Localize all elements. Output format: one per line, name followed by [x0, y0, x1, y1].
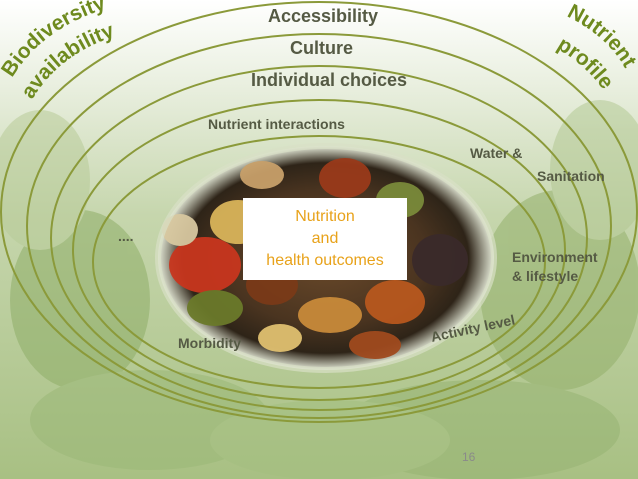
factor-morbidity: Morbidity [178, 335, 241, 351]
center-line-1: Nutrition [295, 208, 355, 225]
factor-water-line1: Water & [470, 145, 523, 161]
center-line-3: health outcomes [266, 252, 384, 269]
ring-label-accessibility: Accessibility [268, 6, 379, 26]
factor-nutrient-interactions: Nutrient interactions [208, 116, 345, 132]
ring-individual-choices [50, 65, 588, 411]
ring-culture [26, 33, 612, 419]
factor-water-line2: Sanitation [537, 168, 605, 184]
ring-accessibility [0, 1, 638, 423]
ring-inner-5 [92, 135, 546, 389]
factor-environment-line2: & lifestyle [512, 268, 579, 284]
factor-environment-line1: Environment [512, 249, 598, 265]
page-number: 16 [462, 450, 476, 464]
factor-ellipsis: .... [118, 228, 134, 244]
concentric-rings [0, 1, 638, 423]
ring-label-individual-choices: Individual choices [251, 70, 408, 90]
center-outcome-box: Nutrition and health outcomes [243, 198, 407, 280]
center-line-2: and [311, 230, 339, 247]
ring-inner-4 [72, 99, 566, 401]
ring-label-culture: Culture [290, 38, 353, 58]
